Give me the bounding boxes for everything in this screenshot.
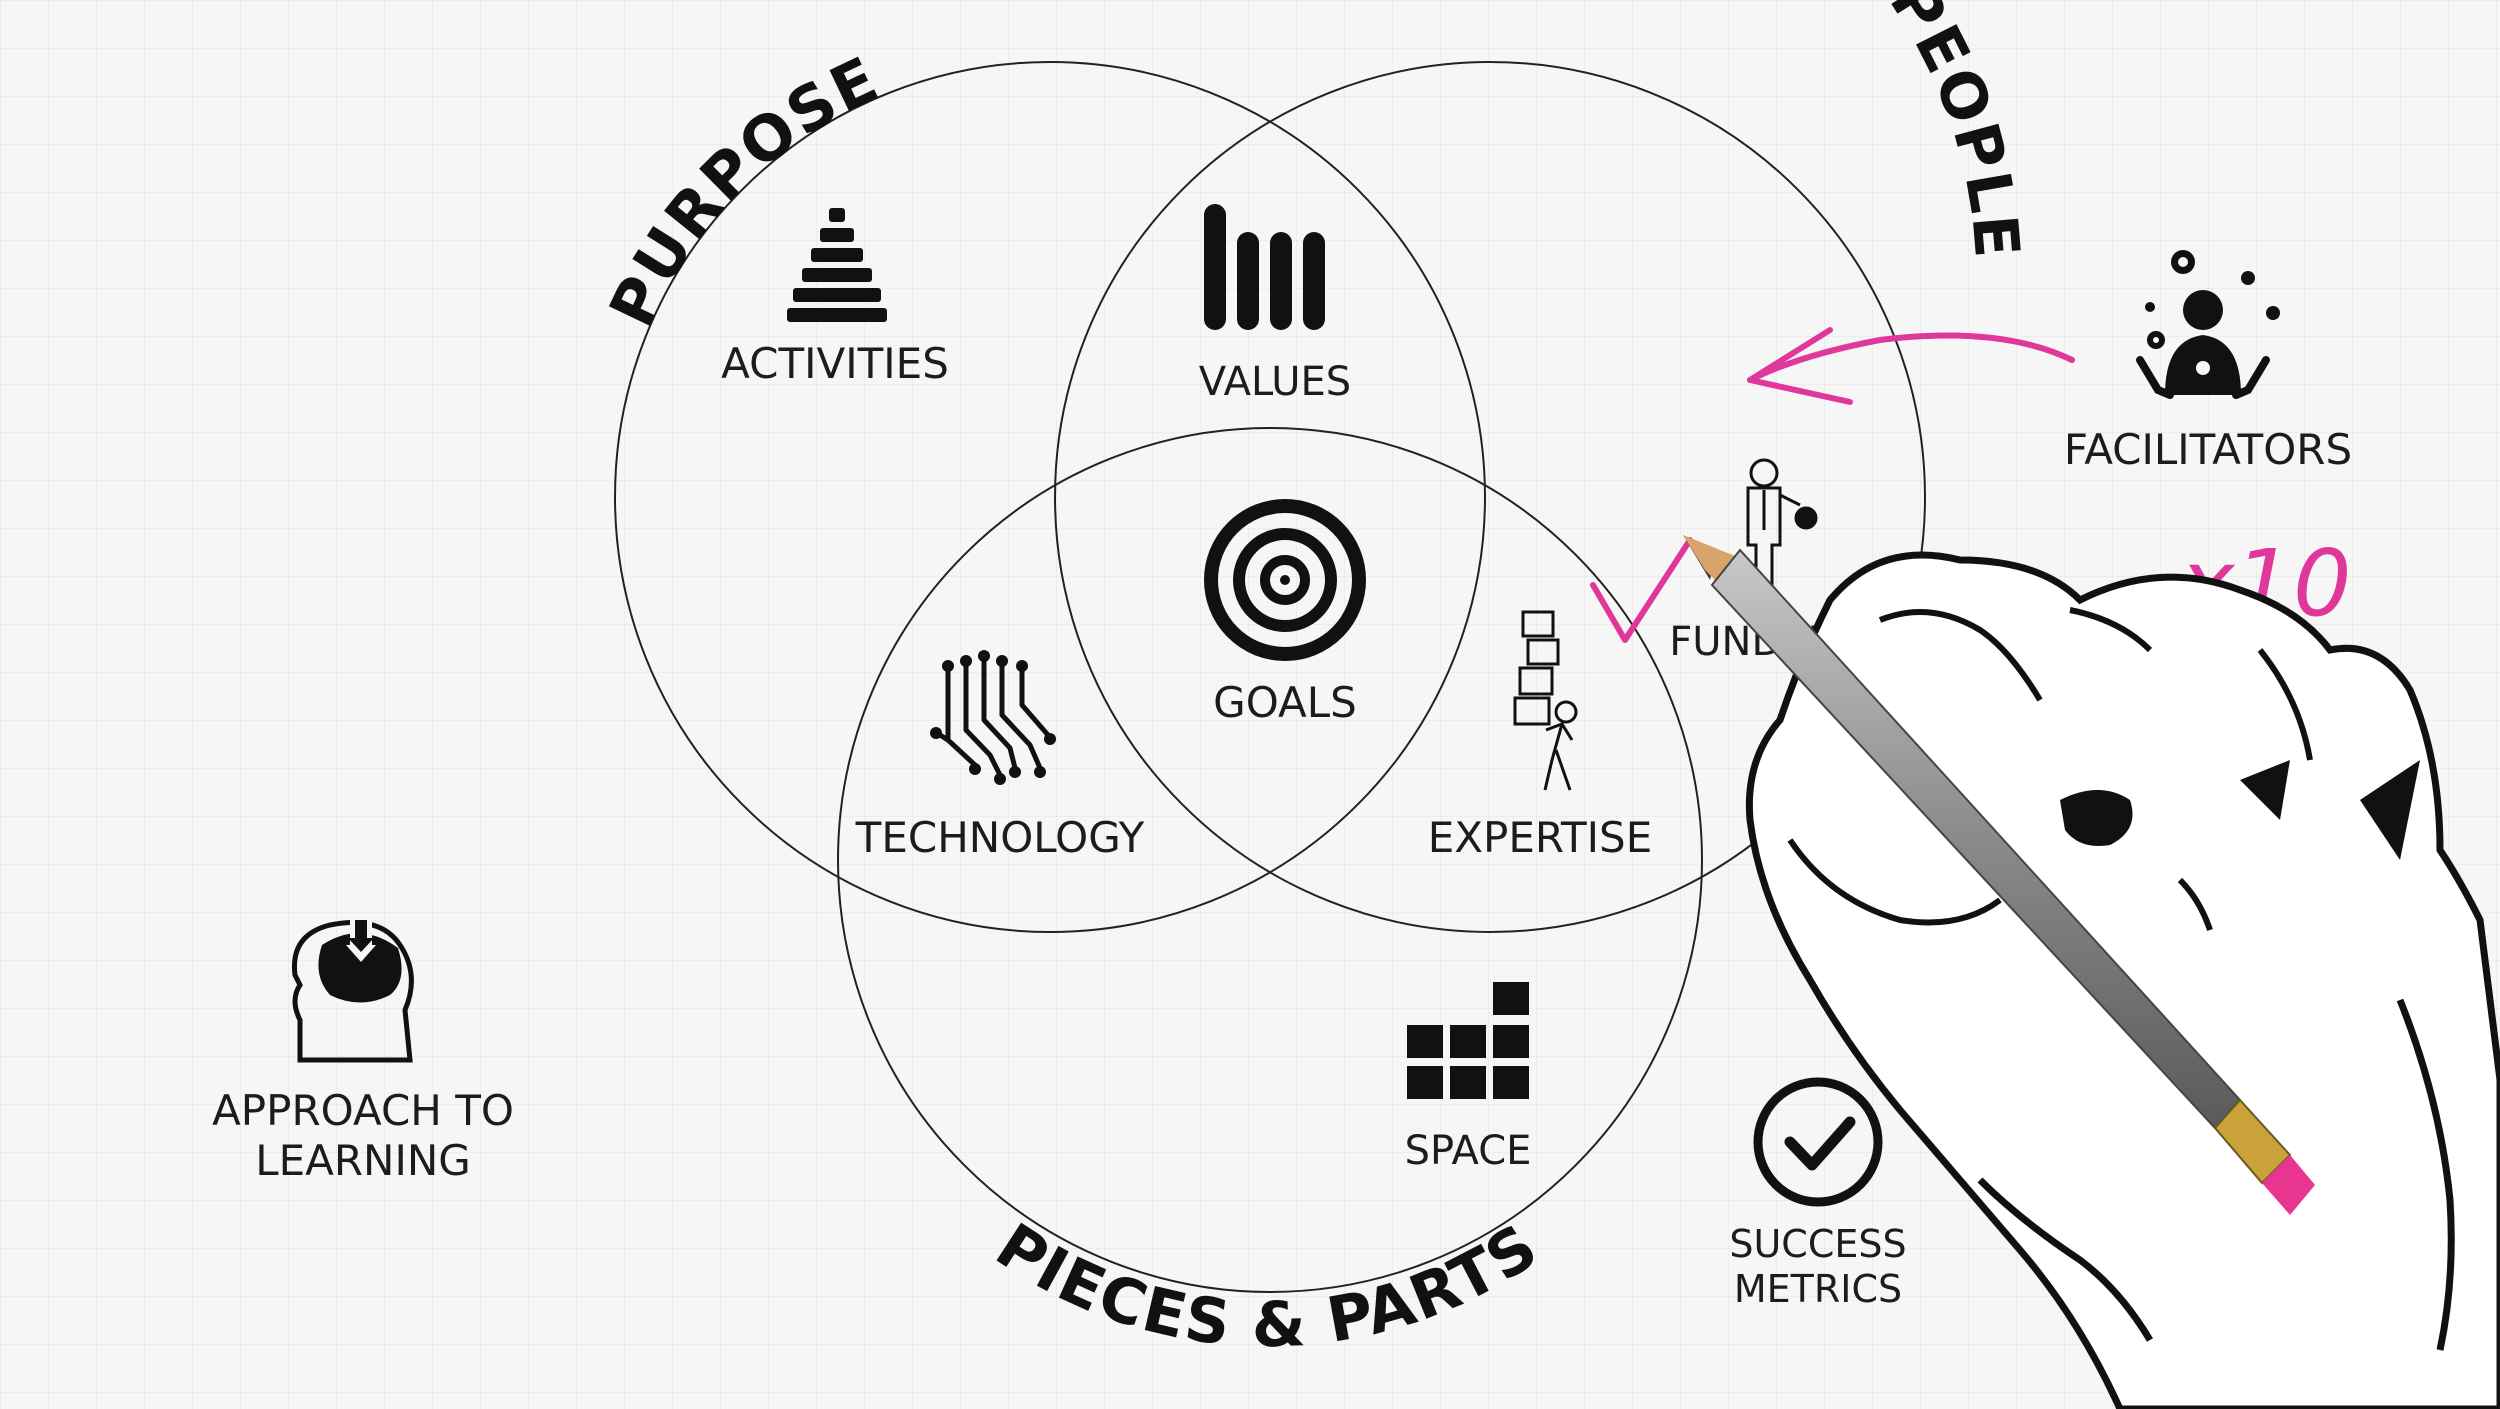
annotation-arrow xyxy=(1750,336,2072,381)
facilitators-label: FACILITATORS xyxy=(2064,425,2352,474)
values-label: VALUES xyxy=(1199,359,1351,405)
people-title: PEOPLE xyxy=(1876,0,2034,262)
carrying-boxes-icon xyxy=(1515,612,1576,790)
stacked-rings-icon xyxy=(787,208,887,322)
grid-blocks-icon xyxy=(1407,982,1529,1099)
expertise-label: EXPERTISE xyxy=(1428,813,1653,862)
space-label: SPACE xyxy=(1405,1128,1532,1174)
checkmark-icon xyxy=(1758,1082,1878,1202)
technology-label: TECHNOLOGY xyxy=(855,813,1145,862)
annotation-arrowhead xyxy=(1750,330,1850,402)
bar-columns-icon xyxy=(1204,204,1325,330)
head-download-icon xyxy=(294,920,411,1060)
goals-label: GOALS xyxy=(1213,678,1357,727)
approach-label-line1: APPROACH TO xyxy=(212,1086,514,1135)
activities-label: ACTIVITIES xyxy=(721,339,949,388)
circuit-icon xyxy=(940,660,1048,775)
juggler-icon xyxy=(2140,250,2280,395)
approach-label-line2: LEARNING xyxy=(255,1136,471,1185)
pieces-title: PIECES & PARTS xyxy=(984,1209,1552,1362)
success-label-line1: SUCCESS xyxy=(1729,1222,1906,1266)
success-label-line2: METRICS xyxy=(1734,1267,1902,1311)
target-icon xyxy=(1211,506,1359,654)
